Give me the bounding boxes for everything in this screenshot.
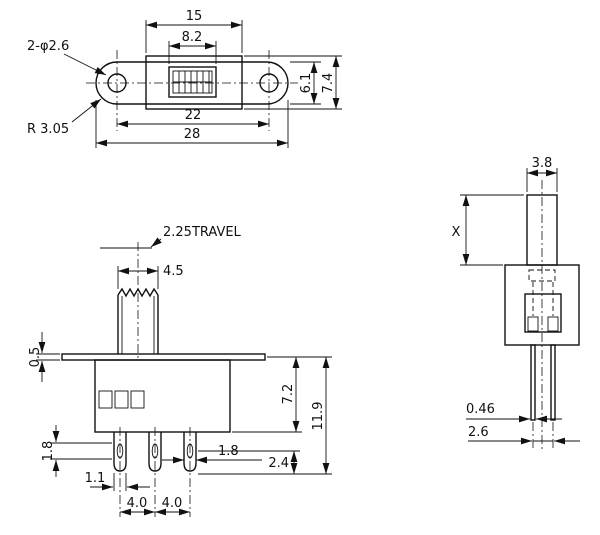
dim-knob-length-label: 8.2 xyxy=(182,30,203,45)
dim-knob-height: X xyxy=(452,194,524,266)
dim-hole-pitch-label: 22 xyxy=(185,108,202,123)
dim-body-width-label: 6.1 xyxy=(299,73,314,94)
dim-pin-pitch: 4.0 4.0 xyxy=(120,496,190,516)
dim-frame-width-label: 7.4 xyxy=(321,73,336,94)
dim-pin-thickness: 0.46 xyxy=(466,402,562,423)
dim-side-pin-pitch-label: 2.6 xyxy=(468,425,489,440)
mounting-flange xyxy=(61,353,266,361)
dim-pin-tip-length: 2.4 xyxy=(198,450,300,474)
switch-body-side xyxy=(504,264,580,346)
inner-contact-right xyxy=(547,316,559,332)
front-view: 2.25TRAVEL 4.5 xyxy=(28,225,332,517)
dim-pin-hole-length-label: 1.8 xyxy=(41,441,56,462)
dim-flange-thickness-label: 0.5 xyxy=(28,347,43,368)
travel-note: 2.25TRAVEL xyxy=(100,225,242,249)
dim-knob-width: 4.5 xyxy=(117,264,184,289)
holes-note: 2-φ2.6 xyxy=(27,39,107,76)
dim-pin-pitch-left-label: 4.0 xyxy=(127,496,148,511)
dim-pin-width-label: 1.1 xyxy=(85,471,106,486)
travel-note-label: 2.25TRAVEL xyxy=(163,225,242,240)
switch-frame-outline xyxy=(145,55,243,110)
side-view: 3.8 X 0.46 xyxy=(452,156,580,452)
dim-overall-height-label: 11.9 xyxy=(311,402,326,431)
dim-hole-pitch: 22 xyxy=(117,108,269,128)
dim-body-width: 6.1 xyxy=(290,61,321,105)
hidden-slot-side xyxy=(528,269,556,282)
dim-slot-length-label: 15 xyxy=(186,9,203,24)
dim-frame-width: 7.4 xyxy=(244,55,342,110)
dim-pin-thickness-label: 0.46 xyxy=(466,402,495,417)
dim-pin-width: 1.1 xyxy=(85,471,150,491)
slider-knob-front xyxy=(117,287,159,354)
dim-knob-length: 8.2 xyxy=(168,30,217,64)
left-mounting-hole xyxy=(107,73,127,93)
switch-body-front xyxy=(94,359,231,433)
dim-overall-height: 11.9 xyxy=(198,357,332,475)
dim-side-pin-pitch: 2.6 xyxy=(468,425,580,445)
dim-pin-lug-width-label: 1.8 xyxy=(218,444,239,459)
dim-body-height-label: 7.2 xyxy=(281,384,296,405)
holes-note-label: 2-φ2.6 xyxy=(27,39,69,54)
terminal-windows xyxy=(98,390,145,409)
end-radius-note: R 3.05 xyxy=(27,98,102,137)
end-radius-label: R 3.05 xyxy=(27,122,69,137)
dim-knob-depth-label: 3.8 xyxy=(532,156,553,171)
slider-knob-top xyxy=(168,66,217,98)
dim-pin-hole-length: 1.8 xyxy=(41,425,112,477)
dim-slot-length: 15 xyxy=(145,9,243,53)
dim-knob-height-label: X xyxy=(452,225,461,240)
dim-pin-pitch-right-label: 4.0 xyxy=(162,496,183,511)
dim-pin-lug-width: 1.8 xyxy=(162,444,262,464)
pin-side-right xyxy=(550,344,556,421)
inner-mechanism xyxy=(524,293,562,333)
dim-overall-length-label: 28 xyxy=(184,127,201,142)
right-mounting-hole xyxy=(259,73,279,93)
dim-knob-width-label: 4.5 xyxy=(163,264,184,279)
pin-side-left xyxy=(530,344,536,421)
mounting-ears-outline xyxy=(95,61,289,105)
dim-flange-thickness: 0.5 xyxy=(28,332,60,382)
dim-body-height: 7.2 xyxy=(232,356,332,433)
dim-overall-length: 28 xyxy=(95,100,289,148)
dim-pin-tip-length-label: 2.4 xyxy=(268,456,289,471)
dim-knob-depth: 3.8 xyxy=(526,156,558,192)
inner-contact-left xyxy=(527,316,539,332)
top-view: 15 8.2 2-φ2.6 R 3.05 6.1 xyxy=(27,9,342,148)
